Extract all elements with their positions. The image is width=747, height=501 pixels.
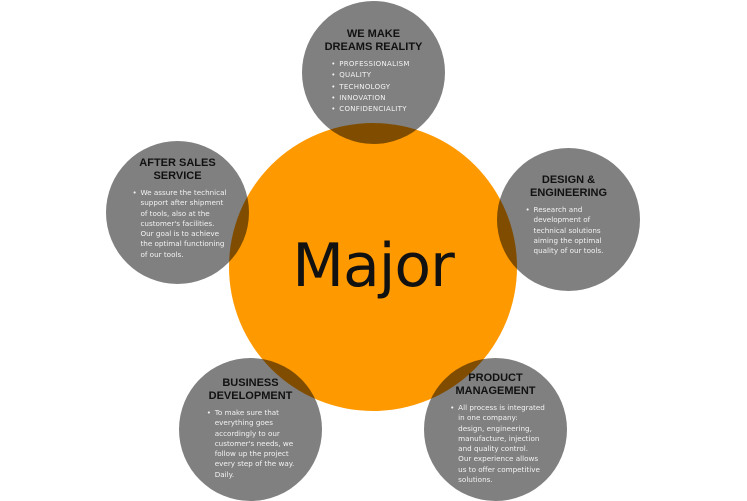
- text-line: Daily.: [214, 469, 235, 479]
- bullet-item: TECHNOLOGY: [331, 82, 409, 94]
- center-label: Major: [292, 231, 455, 301]
- text-line: technical solutions: [533, 225, 601, 235]
- description-paragraph: All process is integrated in one company…: [450, 403, 545, 485]
- text-line: everything goes: [214, 418, 273, 428]
- text-line: Research and: [533, 205, 583, 214]
- node-after-sales-service: AFTER SALES SERVICE We assure the techni…: [106, 141, 249, 284]
- node-business-development: BUSINESS DEVELOPMENT To make sure that e…: [179, 358, 322, 501]
- title-line: ENGINEERING: [529, 187, 607, 199]
- bullet-item: PROFESSIONALISM: [331, 59, 409, 71]
- text-line: We assure the technical: [140, 188, 227, 197]
- title-line: DEVELOPMENT: [208, 390, 293, 402]
- text-line: To make sure that: [214, 408, 280, 417]
- text-line: of tools, also at the: [140, 208, 210, 218]
- text-line: accordingly to our: [214, 428, 280, 438]
- text-line: us to offer competitive: [458, 464, 540, 474]
- text-line: aiming the optimal: [533, 235, 602, 245]
- node-bullets: PROFESSIONALISM QUALITY TECHNOLOGY INNOV…: [331, 59, 409, 116]
- text-line: customer's needs, we: [214, 438, 294, 448]
- title-line: WE MAKE: [346, 28, 401, 40]
- text-line: Our goal is to achieve: [140, 229, 220, 239]
- title-line: PRODUCT: [468, 372, 523, 384]
- node-product-management: PRODUCT MANAGEMENT All process is integr…: [424, 358, 567, 501]
- title-line: DESIGN &: [541, 174, 596, 186]
- node-title: AFTER SALES SERVICE: [139, 157, 215, 183]
- bullet-item: CONFIDENCIALITY: [331, 104, 409, 116]
- text-line: All process is integrated: [458, 403, 545, 412]
- text-line: and quality control.: [458, 444, 529, 454]
- text-line: the optimal functioning: [140, 239, 225, 249]
- text-line: of our tools.: [140, 249, 184, 259]
- text-line: solutions.: [458, 475, 493, 485]
- node-title: BUSINESS DEVELOPMENT: [209, 377, 293, 403]
- node-description: To make sure that everything goes accord…: [207, 408, 295, 480]
- description-paragraph: To make sure that everything goes accord…: [207, 408, 295, 480]
- node-title: WE MAKE DREAMS REALITY: [325, 28, 423, 54]
- text-line: design, engineering,: [458, 423, 532, 433]
- node-description: We assure the technical support after sh…: [132, 188, 226, 260]
- title-line: DREAMS REALITY: [324, 41, 423, 53]
- node-description: All process is integrated in one company…: [450, 403, 545, 485]
- node-title: PRODUCT MANAGEMENT: [455, 372, 535, 398]
- node-design-engineering: DESIGN & ENGINEERING Research and develo…: [497, 148, 640, 291]
- text-line: support after shipment: [140, 198, 224, 208]
- title-line: BUSINESS: [222, 377, 279, 389]
- description-paragraph: Research and development of technical so…: [526, 205, 604, 256]
- node-title: DESIGN & ENGINEERING: [530, 174, 607, 200]
- node-description: Research and development of technical so…: [526, 205, 604, 256]
- title-line: MANAGEMENT: [455, 385, 536, 397]
- description-paragraph: We assure the technical support after sh…: [132, 188, 226, 260]
- text-line: manufacture, injection: [458, 433, 540, 443]
- bullet-item: INNOVATION: [331, 93, 409, 105]
- text-line: customer's facilities.: [140, 218, 215, 228]
- text-line: Our experience allows: [458, 454, 539, 464]
- node-we-make-dreams-reality: WE MAKE DREAMS REALITY PROFESSIONALISM Q…: [302, 1, 445, 144]
- text-line: every step of the way.: [214, 459, 295, 469]
- text-line: quality of our tools.: [533, 246, 604, 256]
- text-line: follow up the project: [214, 449, 289, 459]
- text-line: in one company:: [458, 413, 518, 423]
- text-line: development of: [533, 215, 591, 225]
- title-line: AFTER SALES: [139, 157, 216, 169]
- bullet-item: QUALITY: [331, 70, 409, 82]
- title-line: SERVICE: [153, 170, 202, 182]
